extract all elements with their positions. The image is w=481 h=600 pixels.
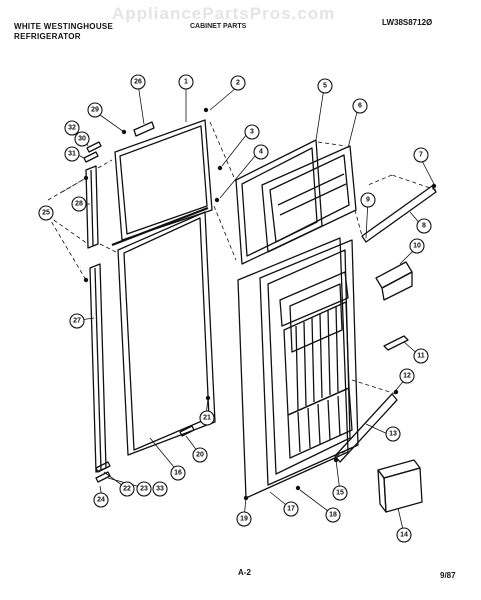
- callout-25: [38, 205, 54, 221]
- revision-date: 9/87: [440, 571, 456, 580]
- callout-4: [253, 144, 269, 160]
- callout-label-33: 33: [156, 486, 164, 493]
- callout-label-22: 22: [123, 486, 131, 493]
- callout-7: [413, 147, 429, 163]
- callout-label-8: 8: [422, 223, 426, 230]
- callout-3: [244, 124, 260, 140]
- freezer-door-liner: [261, 145, 357, 253]
- callout-29: [87, 102, 103, 118]
- callout-circles: [38, 74, 432, 543]
- callout-label-13: 13: [389, 431, 397, 438]
- callout-28: [71, 196, 87, 212]
- callout-label-20: 20: [196, 452, 204, 459]
- callout-9: [360, 192, 376, 208]
- callout-label-16: 16: [174, 470, 182, 477]
- callout-24: [93, 492, 109, 508]
- bracket-part: [133, 121, 155, 137]
- callout-1: [178, 74, 194, 90]
- callout-label-21: 21: [203, 415, 211, 422]
- callout-label-27: 27: [73, 318, 81, 325]
- callout-26: [130, 74, 146, 90]
- callout-11: [413, 348, 429, 364]
- callout-15: [332, 485, 348, 501]
- callout-label-18: 18: [329, 512, 337, 519]
- callout-18: [325, 507, 341, 523]
- callout-label-24: 24: [97, 497, 105, 504]
- shelf-rail-lower: [334, 393, 398, 463]
- callout-21: [199, 410, 215, 426]
- callout-label-7: 7: [419, 152, 423, 159]
- fresh-food-door-liner: [259, 239, 359, 486]
- callout-label-1: 1: [184, 79, 188, 86]
- divider-strip: [111, 206, 209, 247]
- callout-20: [192, 447, 208, 463]
- callout-16: [170, 465, 186, 481]
- callout-label-31: 31: [68, 151, 76, 158]
- callout-label-19: 19: [240, 516, 248, 523]
- callout-22: [119, 481, 135, 497]
- callout-31: [64, 146, 80, 162]
- callout-label-25: 25: [42, 210, 50, 217]
- callout-14: [396, 527, 412, 543]
- callout-label-2: 2: [236, 80, 240, 87]
- left-trim-lower: [89, 263, 107, 473]
- callout-label-28: 28: [75, 201, 83, 208]
- callout-8: [416, 218, 432, 234]
- callout-23: [136, 481, 152, 497]
- callout-2: [230, 75, 246, 91]
- callout-label-4: 4: [259, 149, 263, 156]
- callout-19: [236, 511, 252, 527]
- freezer-door-gasket: [114, 119, 213, 241]
- callout-label-32: 32: [68, 125, 76, 132]
- callout-12: [399, 368, 415, 384]
- callout-10: [409, 238, 425, 254]
- callout-13: [385, 426, 401, 442]
- watermark-text: AppliancePartsPros.com: [112, 4, 336, 23]
- callout-label-11: 11: [417, 353, 425, 360]
- callout-32: [64, 120, 80, 136]
- callout-label-12: 12: [403, 373, 411, 380]
- callout-label-23: 23: [140, 486, 148, 493]
- bottle-bin: [377, 459, 423, 513]
- shelf-rail-upper: [361, 185, 437, 243]
- callout-label-10: 10: [413, 243, 421, 250]
- callout-label-3: 3: [250, 129, 254, 136]
- model-number: LW38S8712Ø: [382, 18, 433, 27]
- callout-label-5: 5: [323, 83, 327, 90]
- dairy-bin: [375, 261, 413, 301]
- callout-27: [69, 313, 85, 329]
- callout-label-15: 15: [336, 490, 344, 497]
- callout-label-6: 6: [358, 103, 362, 110]
- fresh-food-door-outer: [237, 237, 349, 499]
- callout-30: [74, 131, 90, 147]
- page-number: A-2: [238, 568, 251, 577]
- callout-label-29: 29: [91, 107, 99, 114]
- callout-6: [352, 98, 368, 114]
- screw-dots: [83, 107, 437, 501]
- callout-33: [152, 481, 168, 497]
- callout-label-9: 9: [366, 197, 370, 204]
- callout-label-26: 26: [134, 79, 142, 86]
- callout-label-14: 14: [400, 532, 408, 539]
- callout-5: [317, 78, 333, 94]
- callout-17: [283, 501, 299, 517]
- left-trim-upper: [85, 165, 99, 249]
- small-tray: [383, 335, 409, 351]
- callout-label-30: 30: [78, 136, 86, 143]
- section-text: CABINET PARTS: [190, 23, 247, 30]
- product-line: REFRIGERATOR: [14, 32, 81, 41]
- callout-label-17: 17: [287, 506, 295, 513]
- brand-line: WHITE WESTINGHOUSE: [14, 22, 114, 31]
